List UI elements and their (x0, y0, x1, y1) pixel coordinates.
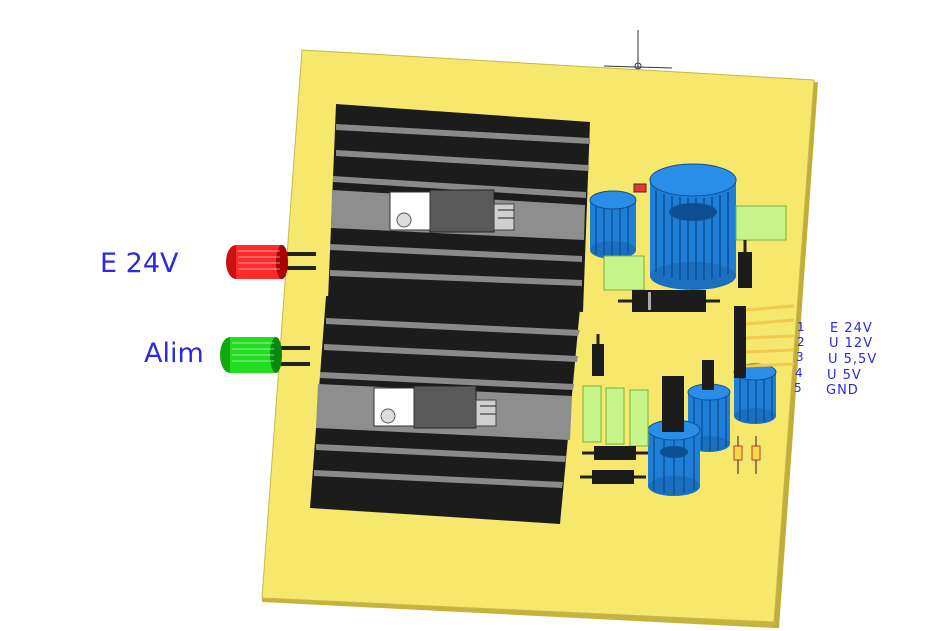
resistor-block-1 (603, 255, 645, 291)
pin-number-3: 3 (796, 350, 804, 364)
diode-horizontal-1 (618, 290, 720, 312)
resistor-block-2 (735, 205, 787, 241)
smd-resistors-pair (733, 436, 761, 474)
pin-signal-2: U 12V (829, 336, 873, 351)
diode-vertical-1 (738, 240, 752, 288)
pin-labels: 1 2 3 4 5 E 24V U 12V U 5,5V U 5V GND (794, 320, 877, 398)
pin-number-4: 4 (795, 366, 803, 380)
led-label-alim: Alim (144, 338, 204, 369)
diode-horizontal-2 (582, 446, 648, 460)
pin-number-2: 2 (797, 335, 805, 349)
pin-header (734, 304, 795, 378)
diode-vertical-2 (592, 334, 604, 376)
heatsink-bottom (310, 296, 580, 524)
transistor-package-top (429, 189, 495, 233)
diode-vertical-3 (662, 376, 684, 432)
pin-number-1: 1 (797, 320, 805, 334)
resistor-blocks-row (582, 385, 649, 447)
transistor-package-bottom (413, 385, 477, 429)
capacitor-large (649, 163, 737, 290)
pin-signal-4: U 5V (827, 368, 862, 383)
led-label-e24v: E 24V (100, 248, 179, 279)
pin-signal-5: GND (826, 383, 859, 398)
pin-signal-3: U 5,5V (828, 352, 877, 367)
led-green (220, 337, 310, 373)
capacitor-small-4 (647, 419, 701, 496)
diode-horizontal-3 (580, 470, 646, 484)
smd-resistor-1 (633, 183, 647, 193)
heatsink-top (328, 104, 590, 312)
led-red (226, 245, 316, 279)
capacitor-small-1 (589, 190, 637, 259)
pin-signal-1: E 24V (830, 321, 873, 336)
pin-number-5: 5 (794, 381, 802, 395)
diode-vertical-4 (702, 360, 714, 390)
